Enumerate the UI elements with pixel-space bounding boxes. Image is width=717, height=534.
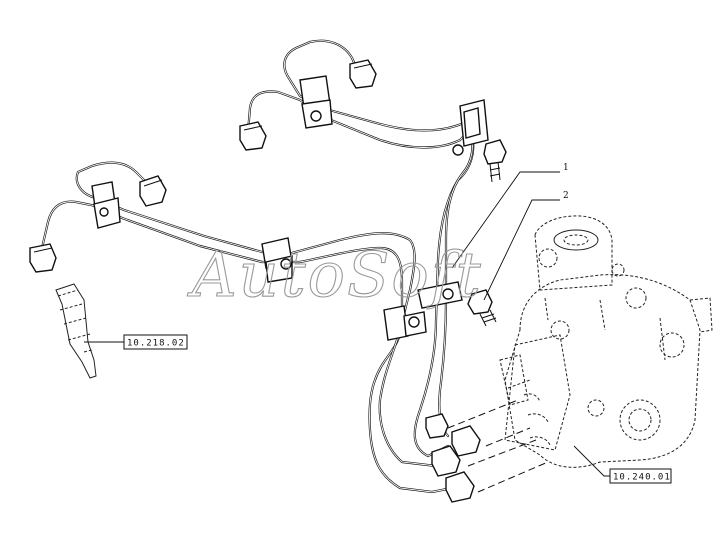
injector-union-nut-3: [239, 121, 267, 151]
injector-nozzle: [55, 283, 97, 379]
injector-union-nut-1: [29, 243, 57, 273]
pump-union-nut-4: [425, 413, 449, 439]
callout-2: 2: [483, 191, 569, 301]
bracket-bolt-upper: [483, 139, 507, 183]
injector-reference-label: 10.218.02: [127, 339, 185, 349]
pipe-bracket-upper: [452, 99, 489, 156]
pump-union-nut-1: [445, 471, 475, 503]
pipe-clamp-center: [261, 237, 293, 283]
injector-union-nut-2: [139, 175, 167, 207]
callout-1: 1: [451, 163, 569, 269]
pipe-clamp-lower: [383, 281, 463, 341]
injection-pump: [499, 215, 713, 468]
pipe-clamp-left: [91, 181, 121, 229]
pipe-clamp-top: [299, 75, 333, 129]
watermark: AutoSoft: [187, 238, 483, 311]
pump-reference: 10.240.01: [573, 445, 672, 484]
injector-reference: 10.218.02: [84, 334, 188, 350]
assembly-centerlines: [447, 399, 549, 493]
callout-2-label: 2: [563, 191, 569, 201]
pump-union-nut-2: [431, 445, 461, 477]
pump-reference-label: 10.240.01: [613, 473, 671, 483]
pump-union-nut-3: [451, 425, 481, 457]
callout-1-label: 1: [563, 163, 569, 173]
injector-union-nut-4: [349, 59, 377, 89]
